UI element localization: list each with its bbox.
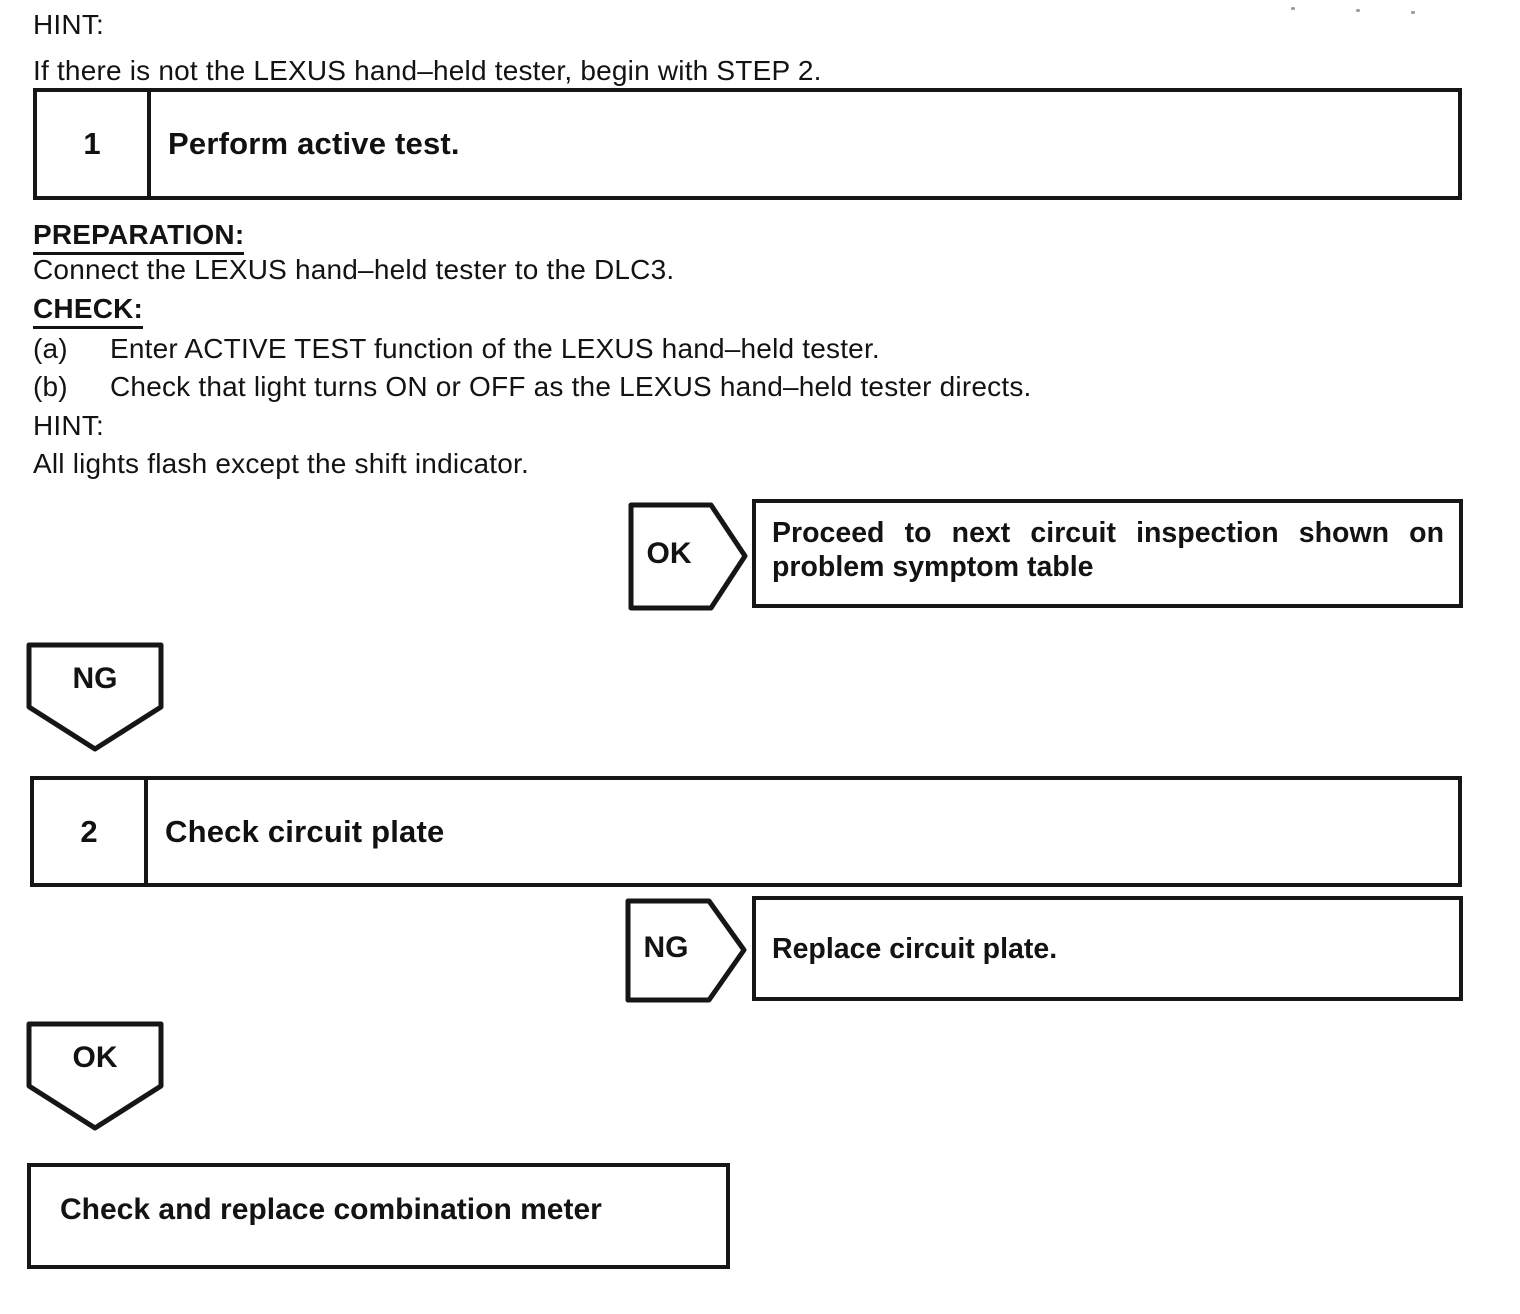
check-item-b: (b) Check that light turns ON or OFF as … — [33, 370, 1032, 404]
check-item-a: (a) Enter ACTIVE TEST function of the LE… — [33, 332, 880, 366]
result-proceed-line2: problem symptom table — [772, 551, 1094, 583]
step-1-title: Perform active test. — [168, 126, 460, 161]
scan-artifact — [1291, 7, 1295, 10]
check-heading: CHECK: — [33, 292, 144, 329]
check-item-a-text: Enter ACTIVE TEST function of the LEXUS … — [110, 333, 880, 364]
preparation-heading-text: PREPARATION: — [33, 219, 245, 255]
step-2-number: 2 — [34, 780, 148, 883]
scan-artifact — [1356, 9, 1360, 12]
down-pentagon — [26, 642, 164, 752]
hint-text-mid: All lights flash except the shift indica… — [33, 448, 529, 479]
terminal-text: Check and replace combination meter — [60, 1193, 602, 1226]
ok-connector-right: OK — [627, 501, 749, 612]
ng-connector-right-label: NG — [643, 930, 689, 964]
result-proceed-line1: Proceed to next circuit inspection shown… — [772, 517, 1444, 549]
step-2-box: 2 Check circuit plate — [30, 776, 1462, 887]
hint-label-mid: HINT: — [33, 410, 104, 441]
down-pentagon — [26, 1021, 164, 1131]
terminal-box: Check and replace combination meter — [27, 1163, 730, 1269]
result-box-proceed: Proceed to next circuit inspection shown… — [752, 499, 1463, 608]
hint-text-top: If there is not the LEXUS hand–held test… — [33, 55, 822, 86]
preparation-text: Connect the LEXUS hand–held tester to th… — [33, 254, 675, 285]
step-1-box: 1 Perform active test. — [33, 88, 1462, 200]
check-item-a-marker: (a) — [33, 333, 68, 364]
check-item-b-marker: (b) — [33, 371, 68, 402]
right-arrow-pentagon — [625, 898, 747, 1003]
right-arrow-pentagon — [628, 502, 748, 611]
result-replace-text: Replace circuit plate. — [772, 932, 1058, 965]
ok-connector-down: OK — [25, 1020, 165, 1132]
scan-artifact — [1411, 11, 1415, 14]
hint-label-top: HINT: — [33, 9, 104, 40]
ng-connector-down: NG — [25, 641, 165, 753]
ok-connector-down-label: OK — [72, 1041, 118, 1074]
ng-connector-right: NG — [624, 897, 748, 1004]
result-box-replace: Replace circuit plate. — [752, 896, 1463, 1001]
check-heading-text: CHECK: — [33, 293, 144, 329]
step-2-title: Check circuit plate — [165, 813, 445, 849]
ng-connector-label: NG — [72, 662, 118, 695]
preparation-heading: PREPARATION: — [33, 218, 245, 255]
step-1-number: 1 — [37, 92, 151, 196]
ok-connector-label: OK — [646, 536, 692, 570]
check-item-b-text: Check that light turns ON or OFF as the … — [110, 371, 1032, 402]
